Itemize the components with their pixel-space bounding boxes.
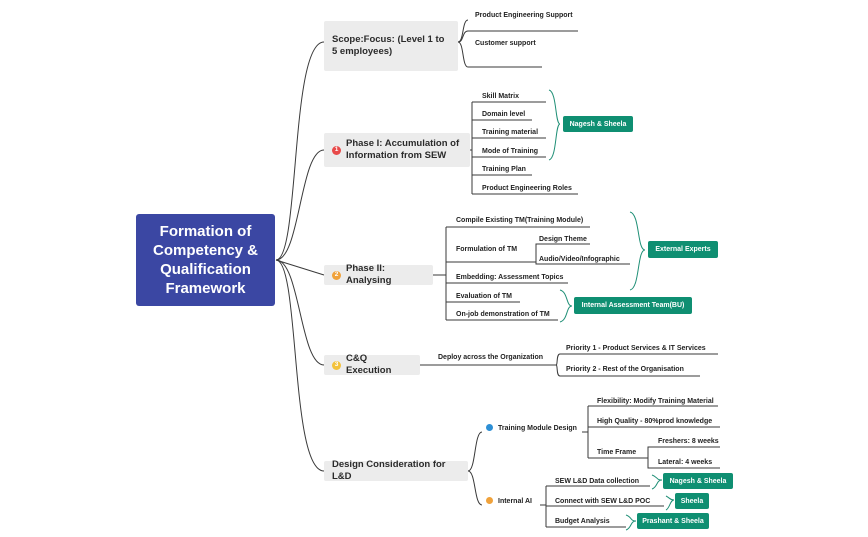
design-ai-owner-tag-2[interactable]: Sheela — [675, 493, 709, 509]
design-freshers[interactable]: Freshers: 8 weeks — [658, 438, 719, 445]
phase1-number-icon: 1 — [332, 145, 341, 155]
design-ai-budget[interactable]: Budget Analysis — [555, 518, 610, 525]
design-ai-data-collection[interactable]: SEW L&D Data collection — [555, 478, 640, 485]
phase2-compile[interactable]: Compile Existing TM(Training Module) — [456, 217, 584, 224]
phase1-label: Phase I: Accumulation of Information fro… — [346, 138, 460, 161]
phase1-item-product-engineering-roles[interactable]: Product Engineering Roles — [482, 185, 572, 192]
phase1-item-domain-level[interactable]: Domain level — [482, 111, 526, 118]
design-tmd-label: Training Module Design — [498, 425, 577, 432]
cq-label: C&Q Execution — [346, 353, 392, 376]
design-internal-ai-label: Internal AI — [498, 498, 532, 505]
phase2-embedding[interactable]: Embedding: Assessment Topics — [456, 274, 564, 281]
design-lateral[interactable]: Lateral: 4 weeks — [658, 459, 713, 466]
scope-node[interactable]: Scope:Focus: (Level 1 to 5 employees) — [324, 21, 458, 71]
design-ai-owner-tag-3[interactable]: Prashant & Sheela — [637, 513, 709, 529]
design-high-quality[interactable]: High Quality - 80%prod knowledge — [597, 418, 713, 425]
phase1-item-training-material[interactable]: Training material — [482, 129, 539, 136]
cq-priority-1[interactable]: Priority 1 - Product Services & IT Servi… — [566, 345, 706, 352]
design-node[interactable]: Design Consideration for L&D — [324, 459, 468, 482]
phase2-number-icon: 2 — [332, 270, 341, 280]
design-tmd[interactable]: Training Module Design — [486, 424, 577, 433]
phase2-design-theme[interactable]: Design Theme — [539, 236, 587, 243]
design-internal-ai[interactable]: Internal AI — [486, 497, 532, 506]
phase2-node[interactable]: 2 Phase II: Analysing — [324, 263, 433, 286]
phase1-item-mode-of-training[interactable]: Mode of Training — [482, 148, 538, 155]
phase1-owner-tag[interactable]: Nagesh & Sheela — [563, 116, 633, 132]
design-ai-owner-tag-1[interactable]: Nagesh & Sheela — [663, 473, 733, 489]
training-module-design-icon — [486, 424, 493, 431]
cq-node[interactable]: 3 C&Q Execution — [324, 353, 420, 376]
phase1-item-skill-matrix[interactable]: Skill Matrix — [482, 93, 519, 100]
root-node[interactable]: Formation of Competency & Qualification … — [136, 214, 275, 306]
phase1-node[interactable]: 1 Phase I: Accumulation of Information f… — [324, 133, 470, 167]
phase2-external-experts-tag[interactable]: External Experts — [648, 241, 718, 258]
cq-number-icon: 3 — [332, 360, 341, 370]
design-ai-connect-poc[interactable]: Connect with SEW L&D POC — [555, 498, 651, 505]
cq-priority-2[interactable]: Priority 2 - Rest of the Organisation — [566, 366, 684, 373]
phase2-onjob[interactable]: On-job demonstration of TM — [456, 311, 550, 318]
root-title: Formation of Competency & Qualification … — [152, 223, 259, 297]
phase2-formulation[interactable]: Formulation of TM — [456, 246, 518, 253]
phase2-audio-video[interactable]: Audio/Video/Infographic — [539, 256, 620, 263]
design-time-frame[interactable]: Time Frame — [597, 449, 637, 456]
design-flexibility[interactable]: Flexibility: Modify Training Material — [597, 398, 714, 405]
phase1-item-training-plan[interactable]: Training Plan — [482, 166, 526, 173]
scope-item-customer-support[interactable]: Customer support — [475, 40, 536, 47]
scope-label: Scope:Focus: (Level 1 to 5 employees) — [332, 34, 445, 57]
phase2-label: Phase II: Analysing — [346, 263, 392, 286]
cq-deploy[interactable]: Deploy across the Organization — [438, 354, 544, 361]
phase2-evaluation[interactable]: Evaluation of TM — [456, 293, 512, 300]
phase2-internal-assessment-tag[interactable]: Internal Assessment Team(BU) — [574, 297, 692, 314]
design-label: Design Consideration for L&D — [332, 459, 446, 482]
scope-item-product-engineering-support[interactable]: Product Engineering Support — [475, 12, 573, 19]
internal-ai-icon — [486, 497, 493, 504]
